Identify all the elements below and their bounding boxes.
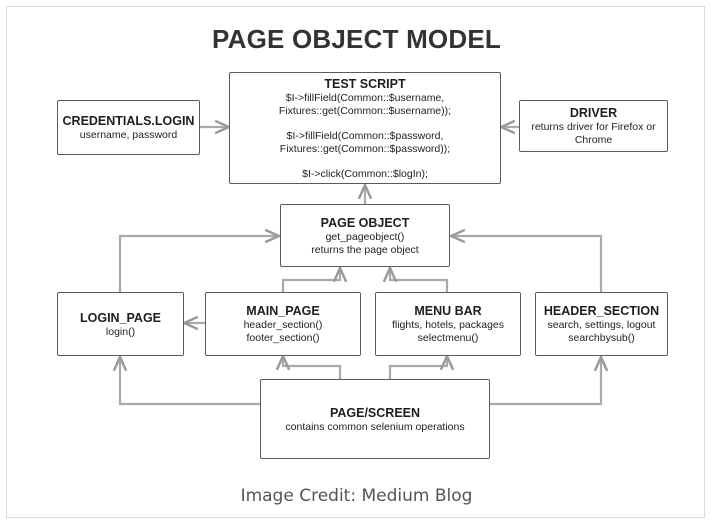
- test-script-box: TEST SCRIPT $I->fillField(Common::$usern…: [229, 72, 501, 184]
- credentials-line-1: username, password: [79, 129, 178, 141]
- test-script-line-1: $I->fillField(Common::$username,: [285, 91, 445, 104]
- login-page-line-1: login(): [105, 325, 136, 338]
- driver-line-1: returns driver for Firefox or: [531, 121, 656, 133]
- test-script-line-3: $I->fillField(Common::$password,: [286, 129, 444, 142]
- driver-line-2: Chrome: [574, 134, 613, 146]
- main-page-heading: MAIN_PAGE: [246, 304, 320, 318]
- menu-bar-line-2: selectmenu(): [417, 332, 479, 344]
- header-section-box: HEADER_SECTION search, settings, logout …: [535, 292, 668, 356]
- arrow-screen-to-menu: [388, 356, 447, 379]
- arrow-screen-to-main: [283, 356, 342, 379]
- page-screen-heading: PAGE/SCREEN: [329, 405, 421, 420]
- image-credit-caption: Image Credit: Medium Blog: [240, 486, 473, 506]
- driver-box: DRIVER returns driver for Firefox or Chr…: [519, 100, 668, 152]
- page-screen-box: PAGE/SCREEN contains common selenium ope…: [260, 379, 490, 459]
- header-section-line-1: search, settings, logout: [547, 319, 656, 331]
- arrow-main-to-page-object: [281, 268, 340, 292]
- driver-heading: DRIVER: [569, 106, 618, 120]
- header-section-line-2: searchbysub(): [568, 332, 635, 344]
- diagram-title: PAGE OBJECT MODEL: [212, 24, 501, 54]
- main-page-line-1: header_section(): [243, 319, 323, 331]
- test-script-line-5: $I->click(Common::$logIn);: [302, 167, 428, 180]
- arrow-header-to-page-object: [451, 236, 603, 292]
- test-script-heading: TEST SCRIPT: [324, 76, 406, 91]
- arrow-screen-to-header: [490, 357, 601, 406]
- login-page-heading: LOGIN_PAGE: [79, 310, 162, 325]
- test-script-line-2: Fixtures::get(Common::$username));: [278, 104, 452, 117]
- login-page-box: LOGIN_PAGE login(): [57, 292, 184, 356]
- page-screen-line-1: contains common selenium operations: [285, 420, 465, 433]
- arrow-menu-to-page-object: [390, 268, 449, 292]
- page-object-heading: PAGE OBJECT: [320, 215, 410, 230]
- arrow-screen-to-login: [120, 357, 260, 406]
- test-script-line-4: Fixtures::get(Common::$password));: [279, 142, 451, 155]
- menu-bar-line-1: flights, hotels, packages: [391, 319, 505, 331]
- menu-bar-box: MENU BAR flights, hotels, packages selec…: [375, 292, 521, 356]
- page-object-line-2: returns the page object: [311, 243, 419, 256]
- page-object-line-1: get_pageobject(): [325, 230, 405, 243]
- credentials-heading: CREDENTIALS.LOGIN: [62, 114, 195, 128]
- main-page-box: MAIN_PAGE header_section() footer_sectio…: [205, 292, 361, 356]
- arrow-login-to-page-object: [118, 236, 279, 292]
- menu-bar-heading: MENU BAR: [414, 304, 482, 318]
- credentials-login-box: CREDENTIALS.LOGIN username, password: [57, 100, 200, 155]
- header-section-heading: HEADER_SECTION: [543, 304, 660, 318]
- main-page-line-2: footer_section(): [246, 332, 320, 344]
- page-object-box: PAGE OBJECT get_pageobject() returns the…: [280, 204, 450, 267]
